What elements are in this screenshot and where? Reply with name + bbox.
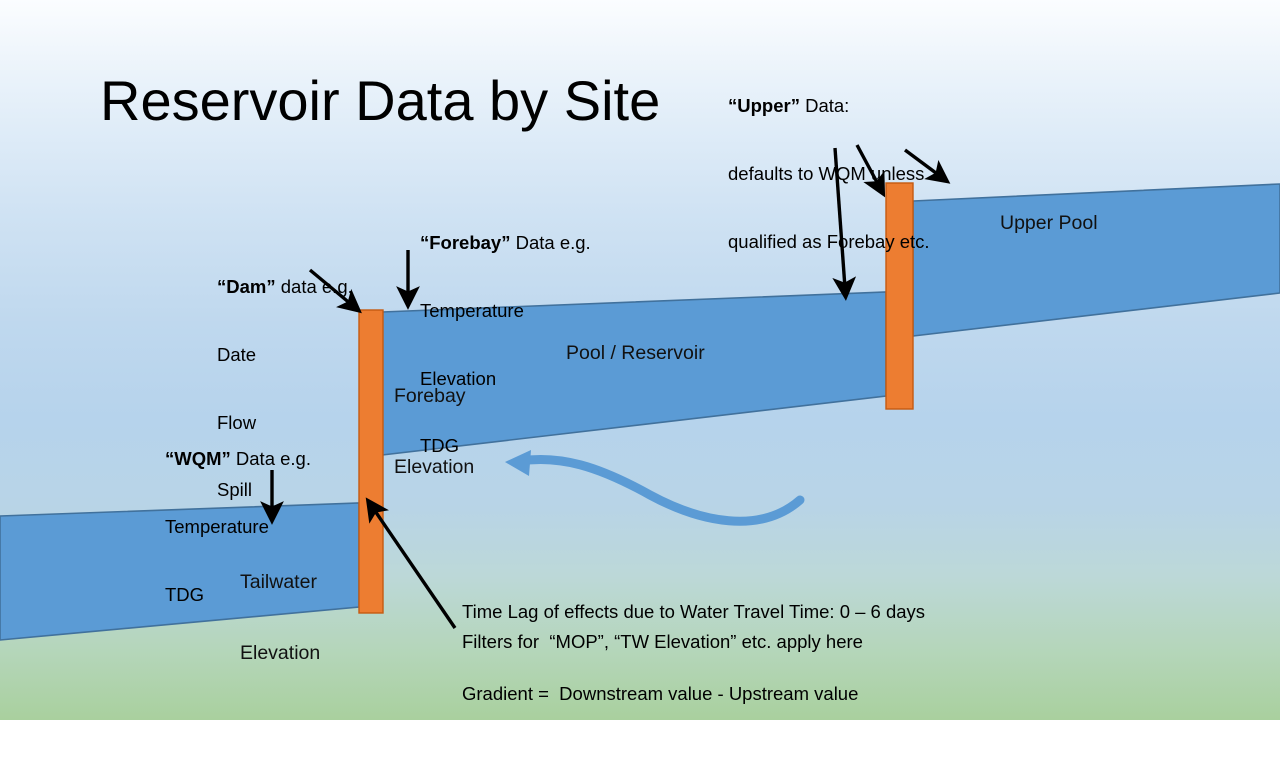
annotation-wqm-line2: Temperature <box>165 515 269 537</box>
annotation-wqm-line1: “WQM” Data e.g. <box>165 448 365 471</box>
forebay-elevation-line1: Forebay <box>394 384 466 407</box>
annotation-dam-line1-rest: data e.g. <box>275 276 353 298</box>
upper-dam-structure <box>885 182 914 410</box>
forebay-elevation-line2: Elevation <box>394 455 475 478</box>
annotation-forebay: “Forebay” Data e.g. Temperature Elevatio… <box>420 187 640 503</box>
footnote-filters: Filters for “MOP”, “TW Elevation” etc. a… <box>462 631 863 652</box>
annotation-forebay-line2: Temperature <box>420 299 524 321</box>
page-title: Reservoir Data by Site <box>100 69 661 132</box>
annotation-wqm: “WQM” Data e.g. Temperature TDG <box>165 403 365 651</box>
tailwater-elevation-label: Tailwater Elevation <box>240 523 320 713</box>
annotation-dam-keyword: “Dam” <box>217 276 276 298</box>
callout-arrow-upper-right <box>903 148 951 184</box>
callout-arrow-dam <box>308 268 362 314</box>
diagram-shapes-layer <box>0 144 1280 641</box>
annotation-forebay-line3: Elevation <box>420 367 497 389</box>
annotation-upper-line2: defaults to WQM unless <box>728 162 925 184</box>
annotation-dam-line4: Spill <box>217 479 252 501</box>
footnote-time-lag: Time Lag of effects due to Water Travel … <box>462 600 926 622</box>
callout-arrow-upper-mid <box>855 144 886 198</box>
pool-reservoir-label: Pool / Reservoir <box>566 342 705 364</box>
annotation-upper-line3: qualified as Forebay etc. <box>728 230 930 252</box>
annotation-wqm-line1-rest: Data e.g. <box>230 448 311 470</box>
water-flow-arrow <box>505 450 805 526</box>
annotation-forebay-line1: “Forebay” Data e.g. <box>420 232 640 255</box>
annotation-dam: “Dam” data e.g. Date Flow Spill <box>217 231 397 547</box>
callout-arrow-upper-long <box>832 147 857 301</box>
annotation-dam-line3: Flow <box>217 411 257 433</box>
upper-pool-label: Upper Pool <box>1000 212 1098 234</box>
annotation-upper-keyword: “Upper” <box>728 95 800 117</box>
annotation-dam-line2: Date <box>217 343 257 365</box>
footnote-gradient: Gradient = Downstream value - Upstream v… <box>462 682 859 704</box>
annotation-upper: “Upper” Data: defaults to WQM unless qua… <box>728 50 998 298</box>
callout-arrow-filters <box>365 497 457 629</box>
annotation-upper-line1: “Upper” Data: <box>728 95 998 118</box>
tailwater-elevation-line1: Tailwater <box>240 570 317 593</box>
tailwater-elevation-line2: Elevation <box>240 641 321 664</box>
annotation-forebay-line1-rest: Data e.g. <box>510 232 591 254</box>
annotation-upper-line1-rest: Data: <box>799 95 850 117</box>
annotation-forebay-line4: TDG <box>420 435 460 457</box>
lower-dam-structure <box>358 309 384 614</box>
slide-canvas: Reservoir Data by Site “Upper” Data: def… <box>0 0 1280 720</box>
annotation-forebay-keyword: “Forebay” <box>420 232 511 254</box>
annotation-wqm-keyword: “WQM” <box>165 448 231 470</box>
footnote-block: Time Lag of effects due to Water Travel … <box>462 543 1082 762</box>
forebay-elevation-label: Forebay Elevation <box>394 337 474 527</box>
annotation-dam-line1: “Dam” data e.g. <box>217 276 397 299</box>
annotation-wqm-line3: TDG <box>165 583 205 605</box>
